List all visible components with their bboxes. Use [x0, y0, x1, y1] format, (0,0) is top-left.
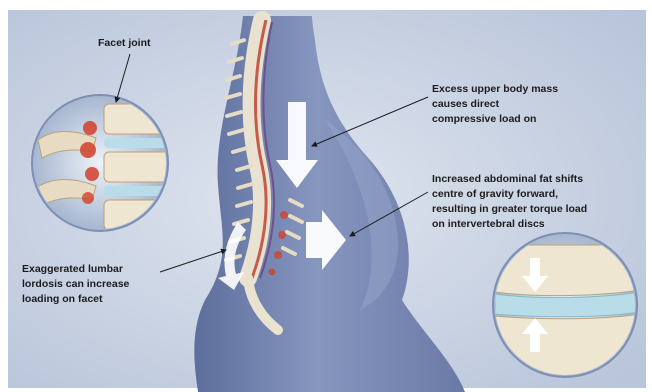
- facet-joint-label: Facet joint: [98, 36, 151, 51]
- lumbar-lordosis-label: Exaggerated lumbar lordosis can increase…: [22, 262, 129, 307]
- upper-body-mass-label: Excess upper body mass causes direct com…: [432, 82, 558, 127]
- abdominal-fat-label: Increased abdominal fat shifts centre of…: [432, 172, 587, 232]
